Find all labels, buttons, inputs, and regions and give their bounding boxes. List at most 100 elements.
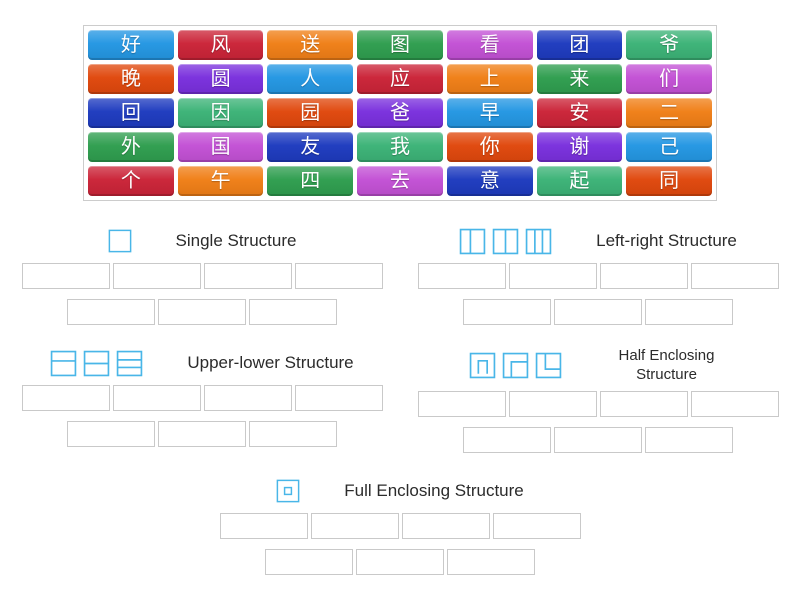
char-tile[interactable]: 晚 [88, 64, 174, 94]
square-vsplit-center-icon [492, 228, 519, 255]
char-tile[interactable]: 早 [446, 98, 533, 128]
char-tile[interactable]: 爸 [357, 98, 443, 128]
char-tile[interactable]: 好 [88, 30, 174, 60]
answer-slot-upper-lower[interactable] [67, 421, 155, 447]
answer-slot-single[interactable] [21, 263, 110, 289]
square-vsplit-left-icon [459, 228, 486, 255]
answer-slot-half-enclosing[interactable] [508, 390, 597, 417]
category-group-upper-lower: Upper-lower Structure [16, 347, 388, 453]
answer-slot-left-right[interactable] [463, 299, 551, 325]
answer-slot-full-enclosing[interactable] [401, 512, 490, 539]
answer-slot-half-enclosing[interactable] [417, 390, 506, 417]
answer-slot-left-right[interactable] [690, 263, 779, 289]
group-slots [18, 385, 386, 447]
group-slots [414, 263, 782, 325]
category-group-left-right: Left-right Structure [412, 225, 784, 325]
group-header: Upper-lower Structure [50, 347, 354, 379]
group-title: Upper-lower Structure [187, 353, 354, 372]
char-tile[interactable]: 二 [626, 98, 712, 128]
category-group-full-enclosing: Full Enclosing Structure [16, 475, 784, 575]
group-header: Single Structure [108, 225, 297, 257]
char-tile[interactable]: 你 [446, 132, 533, 162]
answer-slot-single[interactable] [249, 299, 337, 325]
group-slots [216, 512, 584, 575]
group-slots [18, 263, 386, 325]
char-tile[interactable]: 图 [357, 30, 443, 60]
square-enclose-topleft-icon [502, 352, 529, 379]
char-tile[interactable]: 风 [177, 30, 264, 60]
char-tile[interactable]: 四 [267, 166, 354, 196]
answer-slot-full-enclosing[interactable] [447, 548, 535, 575]
answer-slot-single[interactable] [67, 299, 155, 325]
char-tile[interactable]: 国 [177, 132, 264, 162]
char-tile[interactable]: 去 [357, 166, 443, 196]
answer-slot-upper-lower[interactable] [112, 385, 201, 411]
square-hsplit-double-icon [116, 350, 143, 377]
char-tile[interactable]: 同 [626, 166, 712, 196]
answer-slot-half-enclosing[interactable] [599, 390, 688, 417]
tile-board: 好风送图看团爷晚圆人应上来们回因园爸早安二外国友我你谢己个午四去意起同 [83, 25, 717, 201]
answer-slot-half-enclosing[interactable] [645, 426, 733, 453]
char-tile[interactable]: 人 [267, 64, 354, 94]
answer-slot-upper-lower[interactable] [203, 385, 292, 411]
category-group-single: Single Structure [16, 225, 388, 325]
group-header: Left-right Structure [459, 225, 737, 257]
answer-slot-full-enclosing[interactable] [219, 512, 308, 539]
category-groups: Single Structure Left-right Structure Up… [16, 225, 784, 575]
answer-slot-single[interactable] [294, 263, 383, 289]
char-tile[interactable]: 谢 [536, 132, 623, 162]
char-tile[interactable]: 午 [177, 166, 264, 196]
group-icons [469, 352, 562, 379]
answer-slot-upper-lower[interactable] [21, 385, 110, 411]
char-tile[interactable]: 应 [357, 64, 443, 94]
square-enclose-full-icon [276, 479, 300, 503]
char-tile[interactable]: 起 [536, 166, 623, 196]
char-tile[interactable]: 们 [626, 64, 712, 94]
char-tile[interactable]: 个 [88, 166, 174, 196]
char-tile[interactable]: 爷 [626, 30, 712, 60]
answer-slot-half-enclosing[interactable] [554, 426, 642, 453]
answer-slot-left-right[interactable] [599, 263, 688, 289]
answer-slot-left-right[interactable] [508, 263, 597, 289]
char-tile[interactable]: 送 [267, 30, 354, 60]
answer-slot-left-right[interactable] [417, 263, 506, 289]
answer-slot-half-enclosing[interactable] [690, 390, 779, 417]
char-tile[interactable]: 团 [536, 30, 623, 60]
answer-slot-single[interactable] [203, 263, 292, 289]
group-icons [459, 228, 552, 255]
char-tile[interactable]: 安 [536, 98, 623, 128]
answer-slot-left-right[interactable] [645, 299, 733, 325]
group-header: Full Enclosing Structure [276, 475, 524, 507]
answer-slot-single[interactable] [112, 263, 201, 289]
char-tile[interactable]: 来 [536, 64, 623, 94]
char-tile[interactable]: 园 [267, 98, 354, 128]
group-icons [276, 479, 300, 503]
group-icons [108, 229, 132, 253]
answer-slot-upper-lower[interactable] [294, 385, 383, 411]
answer-slot-upper-lower[interactable] [249, 421, 337, 447]
char-tile[interactable]: 看 [446, 30, 533, 60]
answer-slot-half-enclosing[interactable] [463, 426, 551, 453]
char-tile[interactable]: 己 [626, 132, 712, 162]
char-tile[interactable]: 因 [177, 98, 264, 128]
group-header: Half Enclosing Structure [469, 347, 728, 385]
answer-slot-single[interactable] [158, 299, 246, 325]
char-tile[interactable]: 上 [446, 64, 533, 94]
answer-slot-full-enclosing[interactable] [356, 548, 444, 575]
answer-slot-upper-lower[interactable] [158, 421, 246, 447]
answer-slot-full-enclosing[interactable] [265, 548, 353, 575]
answer-slot-full-enclosing[interactable] [310, 512, 399, 539]
char-tile[interactable]: 友 [267, 132, 354, 162]
char-tile[interactable]: 外 [88, 132, 174, 162]
answer-slot-left-right[interactable] [554, 299, 642, 325]
answer-slot-full-enclosing[interactable] [492, 512, 581, 539]
group-title: Single Structure [175, 231, 297, 250]
category-group-half-enclosing: Half Enclosing Structure [412, 347, 784, 453]
char-tile[interactable]: 回 [88, 98, 174, 128]
square-empty-icon [108, 229, 132, 253]
group-icons [50, 350, 143, 377]
char-tile[interactable]: 圆 [177, 64, 264, 94]
square-enclose-bottomleft-icon [535, 352, 562, 379]
char-tile[interactable]: 我 [357, 132, 443, 162]
char-tile[interactable]: 意 [446, 166, 533, 196]
